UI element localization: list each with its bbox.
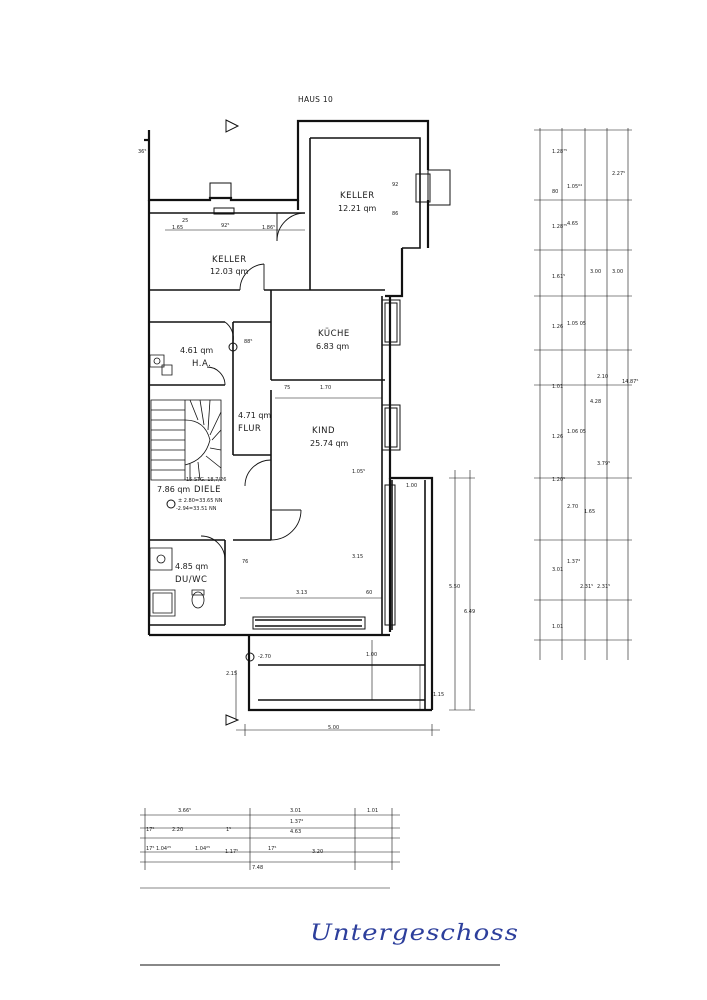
dim-5-50: 5.50 (449, 584, 461, 590)
staircase (151, 400, 221, 480)
dim-1-055: 1.05⁵ (352, 469, 366, 475)
level-terrace: -2.70 (258, 654, 271, 660)
dim-3-15: 3.15 (352, 554, 364, 560)
bottom-dim-row5-0: 7.48 (252, 865, 264, 871)
bottom-dim-row4-2: 1.17⁵ (225, 849, 239, 855)
room-ha-area: 4.61 qm (180, 346, 214, 355)
room-keller-upper-name: KELLER (340, 191, 375, 201)
stairs-note: 15 STG. 18,7/26 (186, 477, 227, 483)
handwritten-note: Untergeschoss (310, 920, 519, 946)
inner-walls (149, 138, 425, 710)
dim-6-49: 6.49 (464, 609, 476, 615)
bottom-dim-row2-0: 1.37⁴ (290, 819, 304, 825)
bottom-dim-row3-1: 2.20 (172, 827, 184, 833)
right-dim-total: 14.87⁵ (622, 379, 639, 385)
room-wc-area: 4.85 qm (175, 562, 209, 571)
dim-1-65: 1.65 (172, 225, 184, 231)
right-dim-col1-6: 1.26 (552, 434, 564, 440)
dim-88-5: 88⁵ (244, 339, 253, 345)
room-ha-name: H.A. (192, 359, 212, 369)
right-dim-col3-1: 3.00 (612, 269, 624, 275)
right-dim-col2-1: 4.65 (567, 221, 579, 227)
right-dim-col3-5: 2.70 (567, 504, 579, 510)
house-label: HAUS 10 (298, 95, 334, 104)
room-diele-area: 7.86 qm (157, 485, 191, 494)
room-flur-area: 4.71 qm (238, 411, 272, 420)
dim-92-5: 92⁵ (221, 223, 230, 229)
room-keller-upper-area: 12.21 qm (338, 204, 377, 213)
dim-1-15: 1.15 (433, 692, 445, 698)
bottom-dim-row2-1: 4.63 (290, 829, 302, 835)
room-kind-area: 25.74 qm (310, 439, 349, 448)
dim-5-00: 5.00 (328, 725, 340, 731)
windows (210, 170, 450, 629)
right-dim-col2-2: 1.05 05 (567, 321, 587, 327)
bottom-dim-row3-2: 1⁵ (226, 827, 232, 833)
dimension-lines (140, 128, 632, 965)
dim-25: 25 (182, 218, 189, 224)
bottom-dim-row1-0: 3.66⁵ (178, 808, 192, 814)
right-dim-col1-1: 80 (552, 189, 559, 195)
level-diele-2: -2.94=33.51 NN (176, 506, 217, 512)
bottom-dim-row1-2: 1.01 (367, 808, 379, 814)
dim-92: 92 (392, 182, 399, 188)
bottom-dim-row3-0: 17⁵ (146, 827, 155, 833)
dim-36-5: 36⁵ (138, 149, 147, 155)
fixtures (150, 355, 205, 616)
dim-1-00b: 1.00 (366, 652, 378, 658)
dim-3-13: 3.13 (296, 590, 308, 596)
right-dim-col3-2: 2.10 (597, 374, 609, 380)
dim-1-00: 1.00 (406, 483, 418, 489)
right-dim-col1-0: 1.28⁷⁵ (552, 149, 568, 155)
right-dim-col2-4: 1.37⁴ (567, 559, 581, 565)
right-dim-col1-9: 1.01 (552, 624, 564, 630)
right-dim-col1-7: 1.20⁵ (552, 477, 566, 483)
right-dim-col1-5: 1.01 (552, 384, 564, 390)
room-flur-name: FLUR (238, 424, 262, 434)
bottom-dim-row1-1: 3.01 (290, 808, 302, 814)
right-dim-col1-4: 1.26 (552, 324, 564, 330)
dim-60: 60 (366, 590, 373, 596)
right-dim-col3-3: 4.28 (590, 399, 602, 405)
dim-76: 76 (242, 559, 249, 565)
room-kueche-name: KÜCHE (318, 329, 350, 339)
section-markers (167, 120, 254, 725)
dim-75: 75 (284, 385, 291, 391)
right-dim-col3-4: 3.79⁵ (597, 461, 611, 467)
dim-2-15: 2.15 (226, 671, 238, 677)
doors (201, 213, 305, 560)
room-diele-name: DIELE (194, 485, 222, 495)
right-dim-col1-2: 1.28⁷⁵ (552, 224, 568, 230)
room-wc-name: DU/WC (175, 575, 208, 585)
dim-86: 86 (392, 211, 399, 217)
right-dim-col3-0: 2.27⁵ (612, 171, 626, 177)
right-dim-col1-3: 1.61⁵ (552, 274, 566, 280)
right-dim-col2-3: 1.06 05 (567, 429, 587, 435)
right-dim-col2-5: 3.00 (590, 269, 602, 275)
right-dim-col3-8: 2.31⁵ (597, 584, 611, 590)
right-dim-col3-7: 2.31⁵ (580, 584, 594, 590)
room-keller-lower-area: 12.03 qm (210, 267, 249, 276)
bottom-dim-row4-1: 1.04²⁵ (195, 846, 211, 852)
room-kind-name: KIND (312, 426, 335, 436)
bottom-dim-row4-0: 17⁵ 1.04²⁵ (146, 846, 172, 852)
dim-1-86-5: 1.86⁵ (262, 225, 276, 231)
outer-walls (144, 121, 432, 710)
bottom-dim-row4-4: 3.20 (312, 849, 324, 855)
right-dim-col3-6: 1.65 (584, 509, 596, 515)
level-diele-1: ± 2.80=33.65 NN (178, 498, 223, 504)
room-keller-lower-name: KELLER (212, 255, 247, 265)
dim-1-70: 1.70 (320, 385, 332, 391)
room-kueche-area: 6.83 qm (316, 342, 350, 351)
bottom-dim-row4-3: 17⁵ (268, 846, 277, 852)
right-dim-col2-0: 1.05⁶⁴ (567, 184, 583, 190)
right-dim-col1-8: 3.01 (552, 567, 564, 573)
